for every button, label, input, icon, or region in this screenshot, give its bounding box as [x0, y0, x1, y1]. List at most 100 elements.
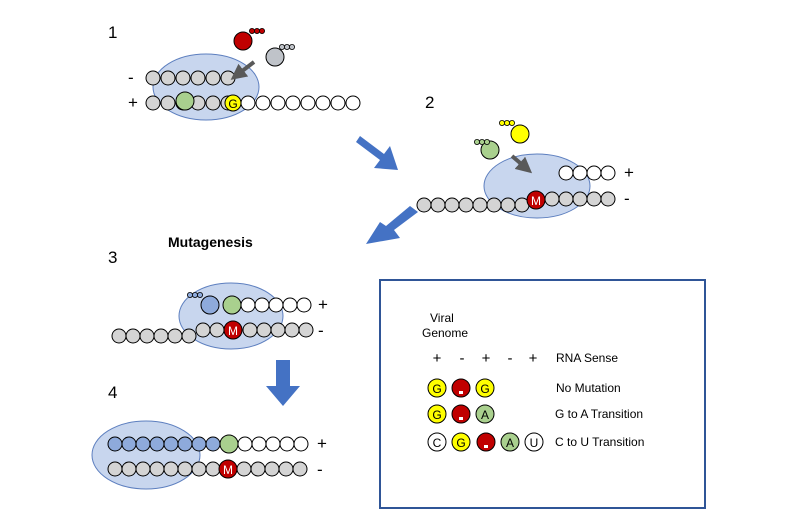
bead — [500, 197, 516, 213]
legend-genome-label: Genome — [422, 326, 468, 340]
bead — [195, 322, 211, 338]
legend-box: Viral Genome + - + - + RNA Sense G G No … — [379, 279, 706, 509]
step-3-primer-tail — [186, 291, 203, 298]
bead — [160, 95, 176, 111]
step-2-minus-strand — [416, 191, 616, 213]
bead — [181, 328, 197, 344]
bead — [163, 436, 179, 452]
legend-row-c-to-u: C G A U C to U Transition — [427, 432, 644, 452]
bead — [205, 95, 221, 111]
bead — [220, 70, 236, 86]
step-4-plus-sign: + — [317, 434, 327, 453]
bead — [544, 191, 560, 207]
step-1-grey-nucleotide — [265, 44, 295, 67]
bead — [444, 197, 460, 213]
legend-r2-label: G to A Transition — [555, 407, 643, 421]
bead — [270, 95, 286, 111]
bead — [240, 297, 256, 313]
bead — [200, 295, 220, 315]
bead — [205, 436, 221, 452]
legend-viral-label: Viral — [430, 311, 454, 325]
step-3-blue-primer — [200, 295, 220, 315]
bead — [219, 434, 239, 454]
bead — [160, 70, 176, 86]
step-1-g-label: G — [228, 97, 237, 111]
step-1-red-nucleotide — [233, 27, 265, 51]
step-4-m-label: M — [223, 463, 233, 477]
step-3-minus-strand — [111, 322, 314, 344]
step-1-minus-strand — [145, 70, 236, 86]
step-2-green-nucleotide — [473, 138, 500, 160]
bead — [345, 95, 361, 111]
bead — [125, 328, 141, 344]
bead — [558, 191, 574, 207]
bead — [270, 322, 286, 338]
bead — [600, 191, 616, 207]
step-1-plus-strand — [145, 91, 361, 111]
bead — [558, 165, 574, 181]
step-4-m-base: M — [218, 459, 238, 479]
bead — [107, 461, 123, 477]
bead — [300, 95, 316, 111]
legend-r2-mark — [459, 417, 463, 420]
step-2-minus-sign: - — [624, 189, 630, 208]
step-4-polymerase-bubble — [91, 420, 201, 490]
step-3-plus-sign: + — [318, 295, 328, 314]
bead — [163, 461, 179, 477]
bead — [135, 436, 151, 452]
step-3-m-label: M — [228, 324, 238, 338]
legend-row-g-to-a: G A G to A Transition — [427, 404, 643, 424]
step-1-minus-sign: - — [128, 68, 134, 87]
step-2-plus-strand — [558, 165, 616, 181]
bead — [330, 95, 346, 111]
bead — [149, 461, 165, 477]
step-2-number: 2 — [425, 93, 434, 112]
step-3-minus-sign: - — [318, 321, 324, 340]
flow-arrow-2-to-3 — [366, 206, 418, 244]
bead — [268, 297, 284, 313]
green-bead — [175, 91, 195, 111]
bead — [586, 191, 602, 207]
mutagenesis-heading: Mutagenesis — [168, 234, 253, 250]
bead — [240, 95, 256, 111]
bead — [191, 461, 207, 477]
step-2-plus-sign: + — [624, 163, 634, 182]
bead — [145, 70, 161, 86]
bead — [205, 70, 221, 86]
step-3-plus-strand — [222, 295, 312, 315]
bead — [278, 461, 294, 477]
bead — [256, 322, 272, 338]
bead — [285, 95, 301, 111]
legend-sense-sign-1: + — [433, 350, 442, 367]
bead — [250, 461, 266, 477]
bead — [222, 295, 242, 315]
bead — [177, 436, 193, 452]
legend-r1-mark — [459, 391, 463, 394]
bead — [209, 322, 225, 338]
bead — [315, 95, 331, 111]
legend-r3-mark — [484, 445, 488, 448]
bead — [293, 436, 309, 452]
bead — [237, 436, 253, 452]
step-1-plus-sign: + — [128, 93, 138, 112]
bead — [430, 197, 446, 213]
legend-sense-sign-5: + — [529, 350, 538, 367]
bead — [600, 165, 616, 181]
bead — [153, 328, 169, 344]
flow-arrow-1-to-2 — [356, 136, 398, 170]
bead — [236, 461, 252, 477]
step-2-m-label: M — [531, 194, 541, 208]
legend-r3-base-2: G — [456, 436, 465, 450]
bead — [586, 165, 602, 181]
step-4-minus-strand — [107, 461, 308, 477]
bead — [265, 436, 281, 452]
bead — [135, 461, 151, 477]
legend-r1-base-1: G — [432, 382, 441, 396]
bead — [205, 461, 221, 477]
bead — [139, 328, 155, 344]
bead — [177, 461, 193, 477]
bead — [458, 197, 474, 213]
legend-r2-base-3: A — [481, 408, 489, 422]
legend-rna-sense: RNA Sense — [556, 351, 618, 365]
